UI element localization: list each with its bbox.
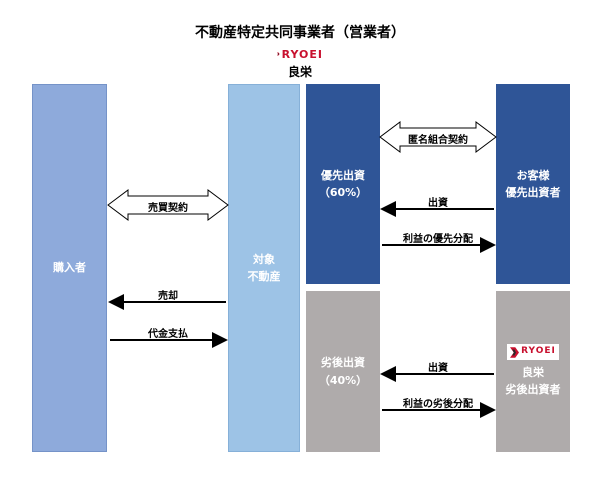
ryoei-mark-icon: [277, 52, 280, 56]
sale-contract-double-arrow: [107, 189, 229, 221]
subordinate-investment-box: 劣後出資 （40%）: [306, 291, 380, 452]
ryoei-investor-box: RYOEI 良栄 劣後出資者: [496, 291, 570, 452]
customer-investor-box: お客様 優先出資者: [496, 84, 570, 284]
investment-bottom-label: 出資: [428, 363, 448, 374]
buyer-box: 購入者: [32, 84, 107, 452]
investment-top-label: 出資: [428, 198, 448, 209]
sale-contract-label: 売買契約: [148, 203, 188, 214]
priority-investment-box: 優先出資 （60%）: [306, 84, 380, 284]
sale-label: 売却: [158, 291, 178, 302]
partnership-contract-double-arrow: [379, 121, 497, 153]
ryoei-logo: RYOEI: [277, 46, 323, 62]
ryoei-box-logo: RYOEI: [507, 344, 559, 361]
logo-text: RYOEI: [281, 47, 323, 61]
payment-label: 代金支払: [148, 329, 188, 340]
partnership-contract-label: 匿名組合契約: [408, 135, 468, 146]
subordinate-dist-label: 利益の劣後分配: [403, 399, 473, 410]
ryoei-investor-label: 良栄 劣後出資者: [505, 366, 561, 397]
diagram-title: 不動産特定共同事業者（営業者）: [195, 25, 405, 41]
priority-dist-label: 利益の優先分配: [403, 234, 473, 245]
logo-subtitle: 良栄: [287, 65, 312, 79]
ryoei-box-logo-text: RYOEI: [521, 346, 556, 357]
property-box: 対象 不動産: [228, 84, 300, 452]
ryoei-mark-icon: [510, 347, 520, 358]
